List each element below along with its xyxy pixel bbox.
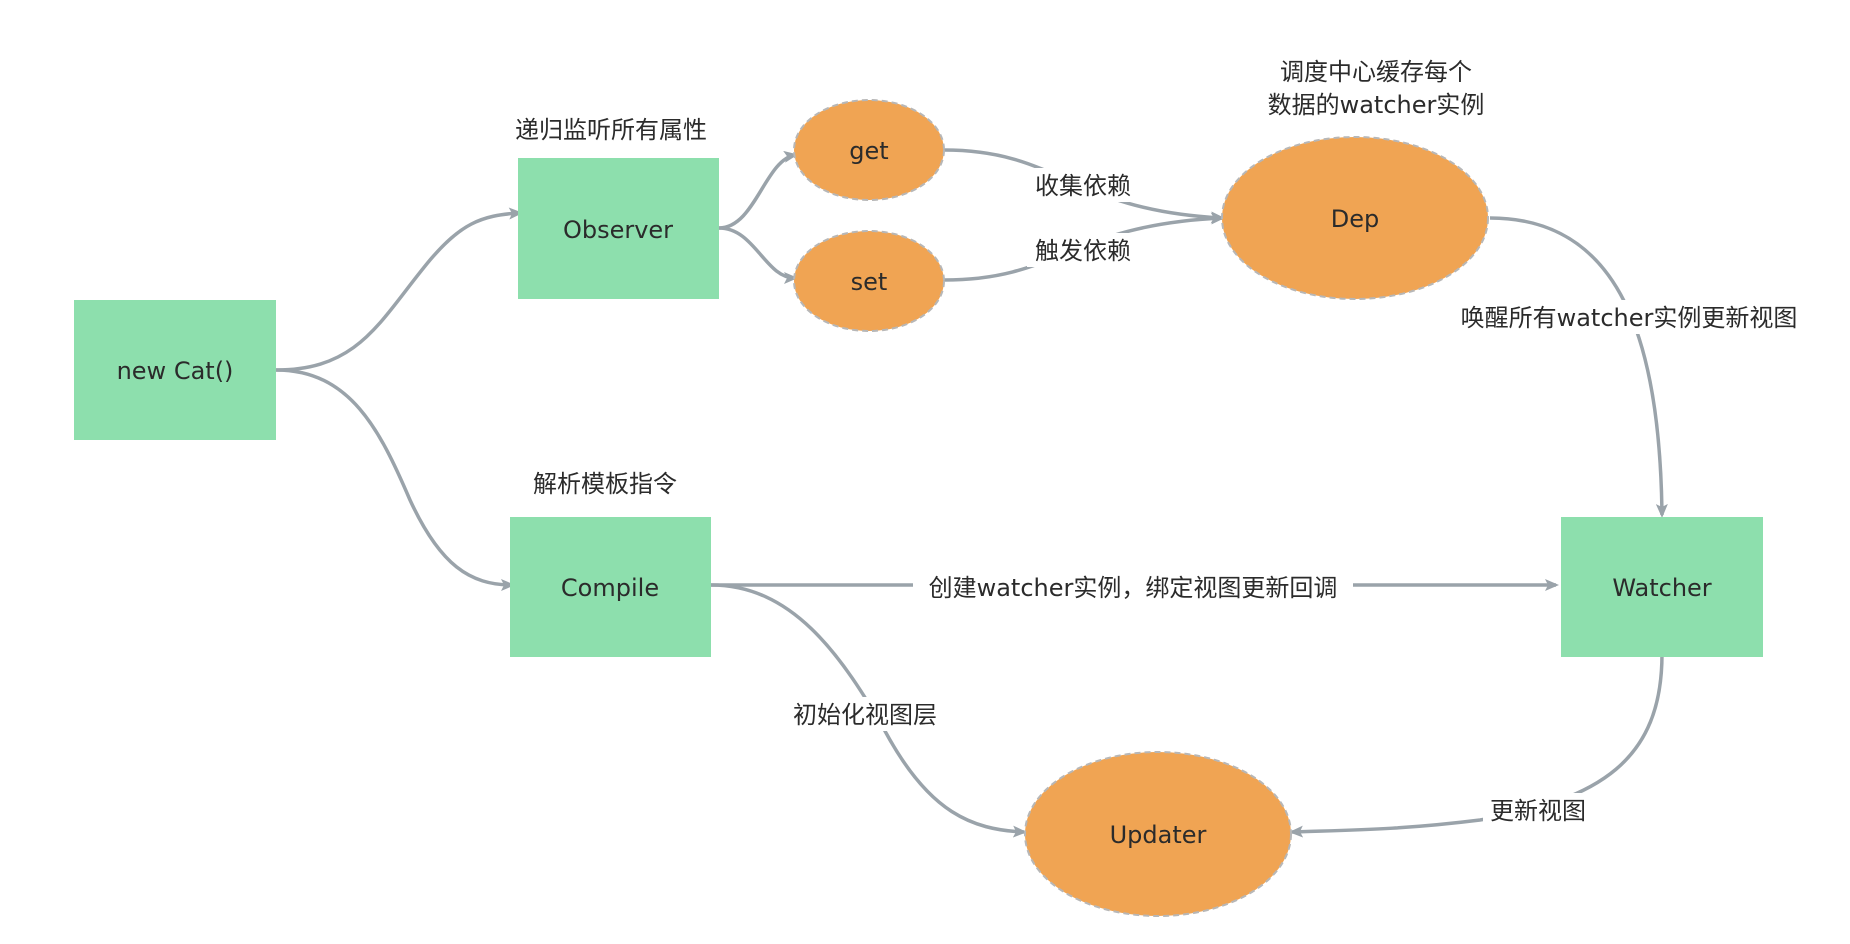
observer-note: 递归监听所有属性 <box>515 116 707 144</box>
node-compile-label: Compile <box>561 574 659 602</box>
edge-label-update-view: 更新视图 <box>1490 797 1586 825</box>
edge-observer-get <box>718 150 798 230</box>
node-watcher: Watcher <box>1561 517 1763 657</box>
node-get: get <box>793 99 945 201</box>
node-dep: 调度中心缓存每个 数据的watcher实例 Dep <box>1221 58 1489 300</box>
edge-label-collect-deps: 收集依赖 <box>1035 172 1131 200</box>
node-new-cat-label: new Cat() <box>117 357 234 385</box>
edge-label-create-watcher: 创建watcher实例，绑定视图更新回调 <box>929 574 1338 602</box>
node-dep-label: Dep <box>1331 205 1379 233</box>
edge-label-init-view: 初始化视图层 <box>793 701 937 729</box>
node-get-label: get <box>849 137 888 165</box>
edge-watcher-updater <box>1289 653 1664 838</box>
edge-newcat-observer <box>275 207 523 372</box>
node-new-cat: new Cat() <box>74 300 276 440</box>
node-observer: 递归监听所有属性 Observer <box>515 116 719 299</box>
edge-observer-set <box>718 226 798 284</box>
node-updater-label: Updater <box>1110 821 1207 849</box>
compile-note: 解析模板指令 <box>533 470 677 498</box>
dep-note-line-2: 数据的watcher实例 <box>1268 91 1485 119</box>
node-compile: 解析模板指令 Compile <box>510 470 711 657</box>
edge-dep-watcher <box>1489 216 1668 518</box>
node-watcher-label: Watcher <box>1612 574 1711 602</box>
edge-label-wake-watchers: 唤醒所有watcher实例更新视图 <box>1461 304 1798 332</box>
edge-compile-updater <box>710 583 1027 838</box>
edge-label-trigger-deps: 触发依赖 <box>1035 237 1131 265</box>
node-set: set <box>793 230 945 332</box>
node-set-label: set <box>851 268 888 296</box>
edge-newcat-compile <box>275 368 515 591</box>
node-observer-label: Observer <box>563 216 673 244</box>
dep-note-line-1: 调度中心缓存每个 <box>1280 58 1472 86</box>
node-updater: Updater <box>1024 751 1292 917</box>
